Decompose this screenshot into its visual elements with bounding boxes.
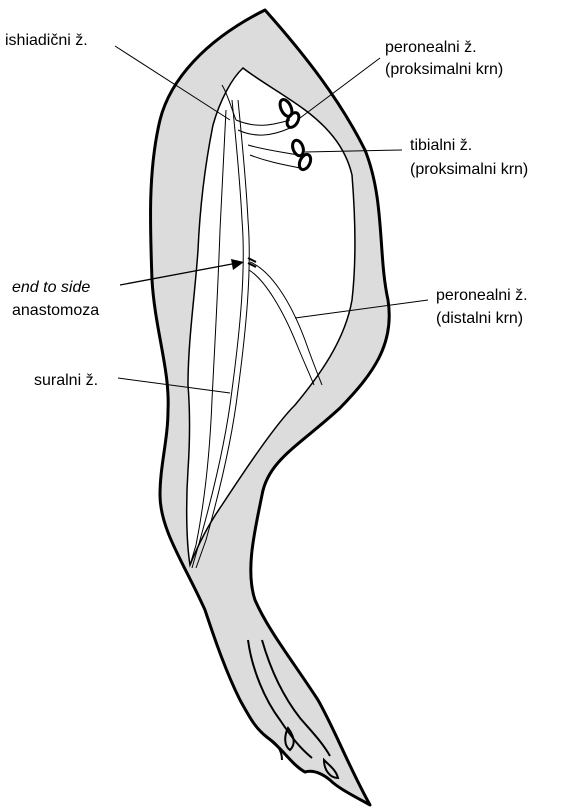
limb-inner-cavity: [187, 68, 355, 565]
label-peronealni-distal-line2: (distalni krn): [436, 310, 523, 327]
label-peronealni-distal-line1: peronealni ž.: [436, 287, 528, 304]
label-suralni: suralni ž.: [34, 372, 98, 389]
label-peronealni-proximal-line2: (proksimalni krn): [385, 61, 503, 78]
label-tibialni-line1: tibialni ž.: [410, 137, 472, 154]
label-anastomoza-line2: anastomoza: [12, 302, 99, 319]
label-tibialni-line2: (proksimalni krn): [410, 161, 528, 178]
label-ishiadicni: ishiadični ž.: [5, 32, 88, 49]
label-anastomoza-line1: end to side: [12, 279, 90, 296]
label-peronealni-proximal-line1: peronealni ž.: [385, 39, 477, 56]
